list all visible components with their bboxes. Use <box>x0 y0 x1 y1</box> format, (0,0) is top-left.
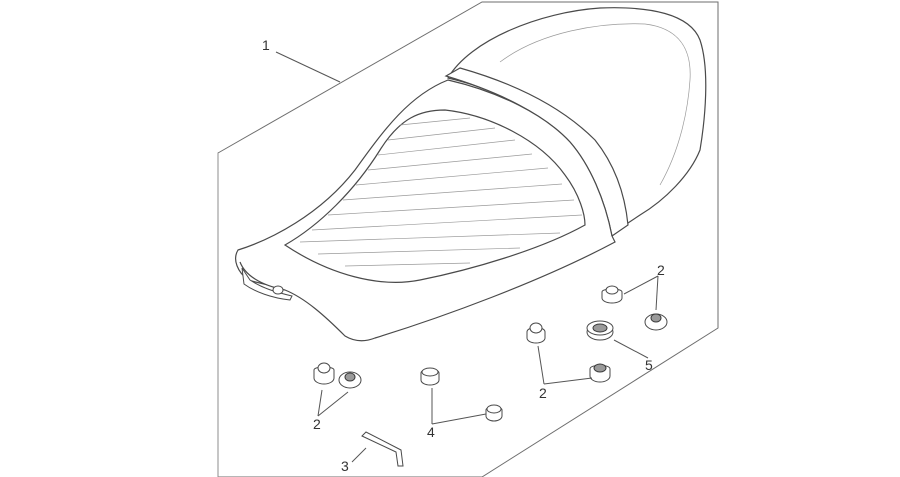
callout-5: 5 <box>645 357 653 373</box>
seat-base <box>241 267 293 301</box>
callout-4: 4 <box>427 424 435 440</box>
seat-pleat-panel <box>283 109 586 283</box>
callout-1: 1 <box>262 37 270 53</box>
buffer-4-upper <box>420 367 440 386</box>
buffer-center-a <box>526 322 546 344</box>
grommet-5 <box>586 320 614 341</box>
assembly-frame <box>217 1 719 477</box>
buffer-center-b <box>589 363 611 383</box>
seat <box>235 7 707 342</box>
seat-mount-tab <box>272 285 284 295</box>
allen-key-3 <box>361 431 404 467</box>
leader-lines <box>275 51 659 463</box>
buffer-4-lower <box>485 404 503 422</box>
seat-rear-hump-inner <box>499 23 691 186</box>
buffer-left-b <box>338 371 362 389</box>
callout-2-center: 2 <box>539 385 547 401</box>
callout-3: 3 <box>341 458 349 474</box>
seat-pleat-lines <box>299 117 583 267</box>
buffer-left-a <box>313 362 335 385</box>
buffer-right-a <box>601 285 623 304</box>
buffer-right-b <box>644 313 668 331</box>
callout-2-left: 2 <box>313 416 321 432</box>
callout-2-right: 2 <box>657 262 665 278</box>
